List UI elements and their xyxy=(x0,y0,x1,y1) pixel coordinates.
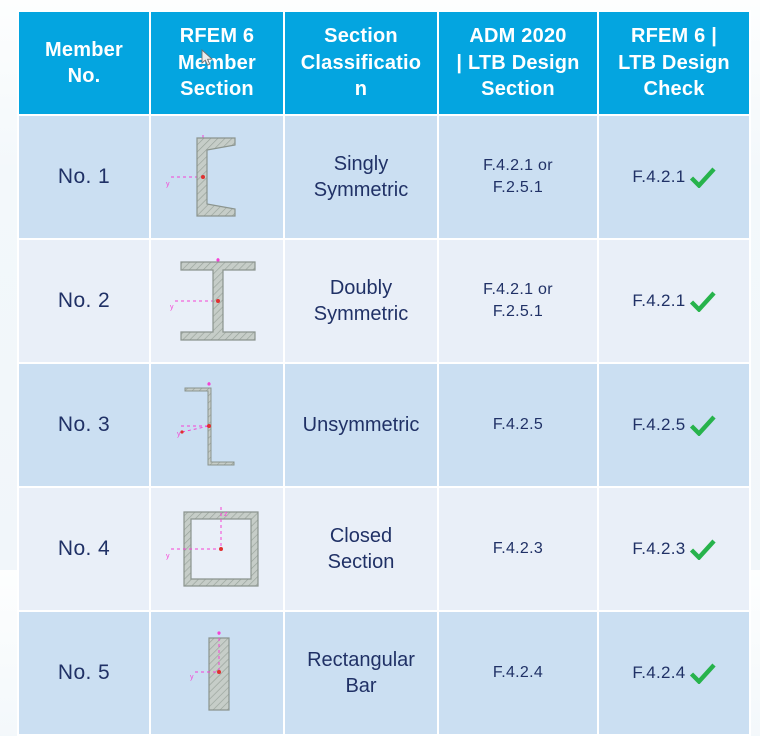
ltb-check-value: F.4.2.1 xyxy=(632,291,686,310)
header-member-no: Member No. xyxy=(19,12,149,114)
section-cell: y xyxy=(151,240,283,362)
section-cell: y xyxy=(151,612,283,734)
classification-cell: Rectangular Bar xyxy=(285,612,437,734)
member-no-cell: No. 5 xyxy=(19,612,149,734)
ltb-check-value: F.4.2.4 xyxy=(632,663,686,682)
green-checkmark-icon xyxy=(689,167,716,188)
section-cell: z y xyxy=(151,116,283,238)
section-cell: y xyxy=(151,364,283,486)
member-no-cell: No. 4 xyxy=(19,488,149,610)
header-row: Member No. RFEM 6 Member Section Section… xyxy=(19,12,749,114)
ltb-check-cell: F.4.2.1 xyxy=(599,116,749,238)
header-adm-design-section: ADM 2020 | LTB Design Section xyxy=(439,12,597,114)
box-section-icon: z y xyxy=(166,507,259,587)
ltb-check-cell: F.4.2.4 xyxy=(599,612,749,734)
ltb-check-cell: F.4.2.3 xyxy=(599,488,749,610)
table-row: No. 1 z y Singly Symmetric F.4.2.1 or F.… xyxy=(19,116,749,238)
classification-cell: Closed Section xyxy=(285,488,437,610)
adm-design-section-cell: F.4.2.5 xyxy=(439,364,597,486)
y-axis-label: y xyxy=(170,304,174,311)
classification-cell: Unsymmetric xyxy=(285,364,437,486)
z-section-icon: y xyxy=(177,382,235,466)
header-member-section: RFEM 6 Member Section xyxy=(151,12,283,114)
i-beam-section-icon: y xyxy=(170,258,256,341)
channel-section-icon: z y xyxy=(166,135,236,217)
member-no-cell: No. 2 xyxy=(19,240,149,362)
table-row: No. 5 y Rectangular Bar F.4.2.4 F.4.2.4 xyxy=(19,612,749,734)
green-checkmark-icon xyxy=(689,415,716,436)
ltb-check-cell: F.4.2.1 xyxy=(599,240,749,362)
mouse-cursor-icon xyxy=(201,48,214,73)
green-checkmark-icon xyxy=(689,663,716,684)
header-section-classification: Section Classificatio n xyxy=(285,12,437,114)
table-row: No. 3 y Unsymmetric F.4.2.5 F.4.2.5 xyxy=(19,364,749,486)
ltb-check-value: F.4.2.5 xyxy=(632,415,686,434)
adm-design-section-cell: F.4.2.3 xyxy=(439,488,597,610)
classification-cell: Singly Symmetric xyxy=(285,116,437,238)
adm-design-section-cell: F.4.2.1 or F.2.5.1 xyxy=(439,116,597,238)
adm-design-section-cell: F.4.2.1 or F.2.5.1 xyxy=(439,240,597,362)
classification-cell: Doubly Symmetric xyxy=(285,240,437,362)
rectangular-bar-section-icon: y xyxy=(190,631,230,711)
ltb-design-comparison-table: Member No. RFEM 6 Member Section Section… xyxy=(17,10,751,736)
adm-design-section-cell: F.4.2.4 xyxy=(439,612,597,734)
green-checkmark-icon xyxy=(689,291,716,312)
section-cell: z y xyxy=(151,488,283,610)
member-no-cell: No. 3 xyxy=(19,364,149,486)
y-axis-label: y xyxy=(190,674,194,681)
y-axis-label: y xyxy=(166,553,170,560)
member-no-cell: No. 1 xyxy=(19,116,149,238)
z-axis-label: z xyxy=(224,511,228,518)
table-row: No. 2 y Doubly Symmetric F.4.2.1 or F.2.… xyxy=(19,240,749,362)
header-ltb-design-check: RFEM 6 | LTB Design Check xyxy=(599,12,749,114)
y-axis-label: y xyxy=(166,181,170,188)
ltb-check-cell: F.4.2.5 xyxy=(599,364,749,486)
green-checkmark-icon xyxy=(689,539,716,560)
ltb-check-value: F.4.2.3 xyxy=(632,539,686,558)
table-row: No. 4 z y Closed Section F.4.2.3 F.4.2.3 xyxy=(19,488,749,610)
ltb-check-value: F.4.2.1 xyxy=(632,167,686,186)
y-axis-label: y xyxy=(177,431,181,438)
